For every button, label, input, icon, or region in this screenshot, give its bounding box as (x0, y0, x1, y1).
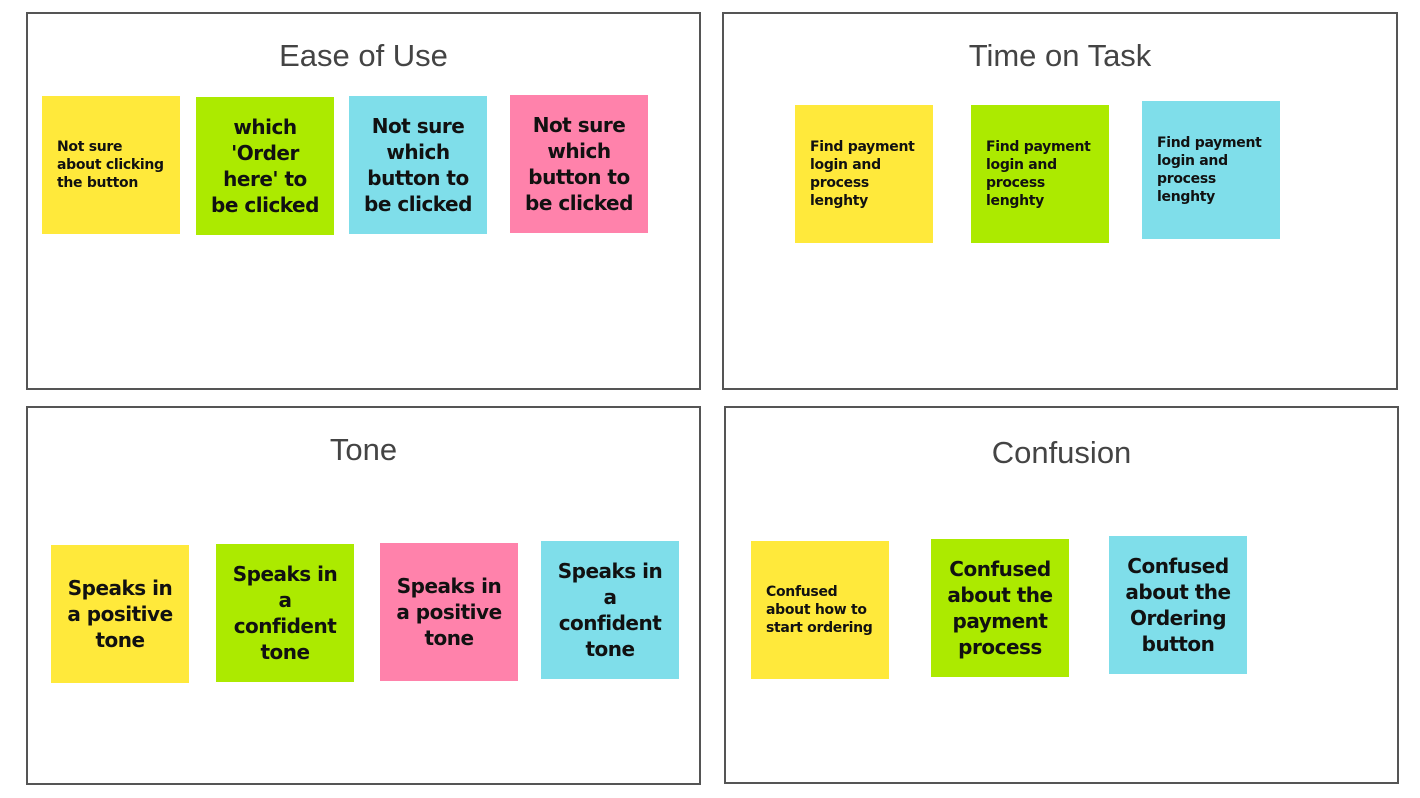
sticky-note[interactable]: Speaks in a confident tone (216, 544, 354, 682)
sticky-note[interactable]: Speaks in a positive tone (380, 543, 518, 681)
sticky-note[interactable]: Speaks in a confident tone (541, 541, 679, 679)
sticky-note[interactable]: Find payment login and process lenghty (795, 105, 933, 243)
panel-title: Tone (329, 432, 398, 467)
sticky-note[interactable]: Confused about the Ordering button (1109, 536, 1247, 674)
sticky-note[interactable]: Not sure about clicking the button (42, 96, 180, 234)
sticky-note[interactable]: Not sure which button to be clicked (349, 96, 487, 234)
panel-title: Time on Task (968, 38, 1152, 73)
sticky-note[interactable]: Find payment login and process lenghty (1142, 101, 1280, 239)
sticky-note[interactable]: which 'Order here' to be clicked (196, 97, 334, 235)
sticky-note[interactable]: Not sure which button to be clicked (510, 95, 648, 233)
panel-title: Ease of Use (279, 38, 448, 73)
sticky-note[interactable]: Speaks in a positive tone (51, 545, 189, 683)
sticky-note[interactable]: Find payment login and process lenghty (971, 105, 1109, 243)
sticky-note[interactable]: Confused about how to start ordering (751, 541, 889, 679)
sticky-note[interactable]: Confused about the payment process (931, 539, 1069, 677)
panel-title: Confusion (991, 435, 1132, 470)
